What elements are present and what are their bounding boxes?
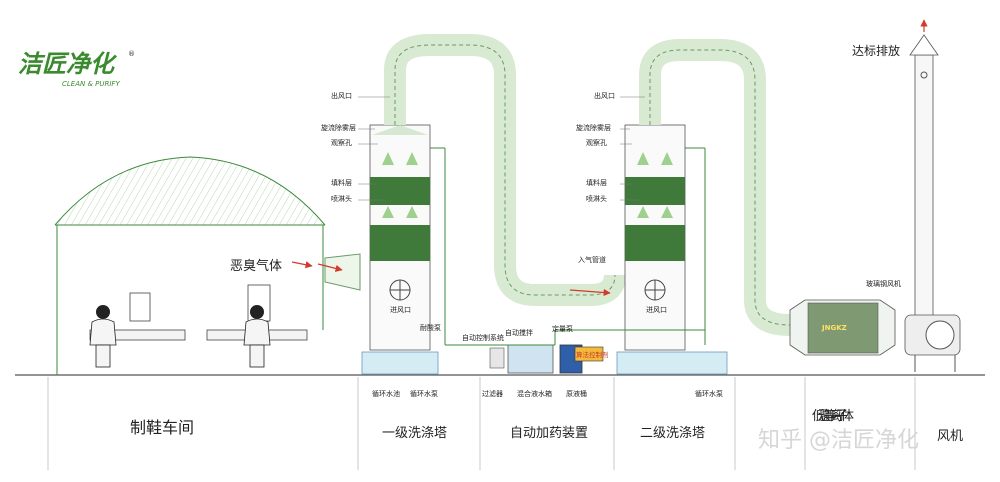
control-panel-label: 算法控制剂: [576, 350, 609, 359]
emission-label: 达标排放: [852, 43, 900, 58]
logo-name: 洁匠净化: [18, 50, 118, 78]
fan-label: 玻璃钢风机: [866, 279, 901, 288]
t2-nozzle: 喷淋头: [586, 194, 607, 203]
section-tower1: 一级洗涤塔: [382, 426, 447, 441]
t2-inlet: 进风口: [646, 306, 667, 314]
dosing-labels: 自动控制系统 自动搅拌 定量泵 过滤器 混合液水箱 原液桶: [462, 324, 587, 398]
section-fan: 风机: [937, 429, 963, 444]
scrubber-tower-2: [616, 124, 728, 375]
t1-pump: 循环水泵: [410, 389, 438, 398]
d-control: 自动控制系统: [462, 333, 504, 342]
control-panel-box: [574, 346, 604, 362]
section-tower2: 二级洗涤塔: [640, 426, 705, 441]
t1-pool: 循环水池: [372, 389, 400, 398]
scrubber-tower-1: [361, 124, 446, 375]
d-raw-tank: 原液桶: [566, 389, 587, 398]
t1-acid-pump: 耐酸泵: [420, 323, 441, 332]
tower1-labels: 出风口 旋流除雾层 观察孔 填料层 喷淋头 进风口 耐酸泵 循环水池 循环水泵: [321, 91, 441, 398]
tower2-pool: [616, 351, 728, 375]
mix-tank: [507, 344, 554, 374]
d-mix-tank: 混合液水箱: [517, 389, 552, 398]
section-workshop: 制鞋车间: [130, 418, 194, 437]
t2-window: 观察孔: [586, 138, 607, 147]
shoe-workshop: [54, 156, 326, 375]
watermark: 知乎 @洁匠净化: [758, 428, 919, 453]
fan-and-stack: [904, 34, 961, 372]
registered-mark: ®: [128, 50, 135, 58]
d-pump: 定量泵: [552, 324, 573, 333]
conveyor-1: [89, 329, 186, 341]
t1-outlet: 出风口: [331, 91, 352, 100]
plasma-unit: JNGKZ: [789, 299, 896, 356]
t1-demister: 旋流除雾层: [321, 123, 356, 132]
brand-logo: 洁匠净化 ® CLEAN & PURIFY: [18, 50, 135, 88]
filter-box: [489, 347, 505, 369]
dosing-unit: 算法控制剂: [445, 329, 705, 374]
logo-subtitle: CLEAN & PURIFY: [62, 80, 120, 88]
d-filter: 过滤器: [482, 389, 503, 398]
t2-packing: 填料层: [586, 178, 607, 187]
press-machine-1: [129, 292, 151, 322]
t1-inlet: 进风口: [390, 306, 411, 314]
t1-nozzle: 喷淋头: [331, 194, 352, 203]
t2-outlet: 出风口: [594, 91, 615, 100]
t2-pump: 循环水泵: [695, 389, 723, 398]
worker-2: [243, 305, 271, 368]
plasma-brand: JNGKZ: [821, 324, 847, 332]
odor-gas-label: 恶臭气体: [230, 258, 282, 274]
outlet-pipe-2: [639, 39, 791, 336]
tower1-pool: [361, 351, 439, 375]
odor-inlet-duct: [324, 253, 361, 291]
t1-packing: 填料层: [331, 178, 352, 187]
section-dividers: [47, 377, 916, 470]
section-plasma: 低温等离子体: [812, 408, 854, 424]
t2-air-pipe: 入气管道: [578, 255, 606, 264]
tower2-labels: 出风口 旋流除雾层 观察孔 填料层 喷淋头 入气管道 进风口 循环水泵: [576, 91, 723, 398]
d-mixer: 自动搅拌: [505, 328, 533, 337]
t1-window: 观察孔: [331, 138, 352, 147]
section-labels: 制鞋车间 一级洗涤塔 自动加药装置 二级洗涤塔 低温等离子体 风机: [130, 408, 963, 444]
section-dosing: 自动加药装置: [510, 426, 588, 441]
t2-demister: 旋流除雾层: [576, 123, 611, 132]
worker-1: [89, 305, 117, 368]
